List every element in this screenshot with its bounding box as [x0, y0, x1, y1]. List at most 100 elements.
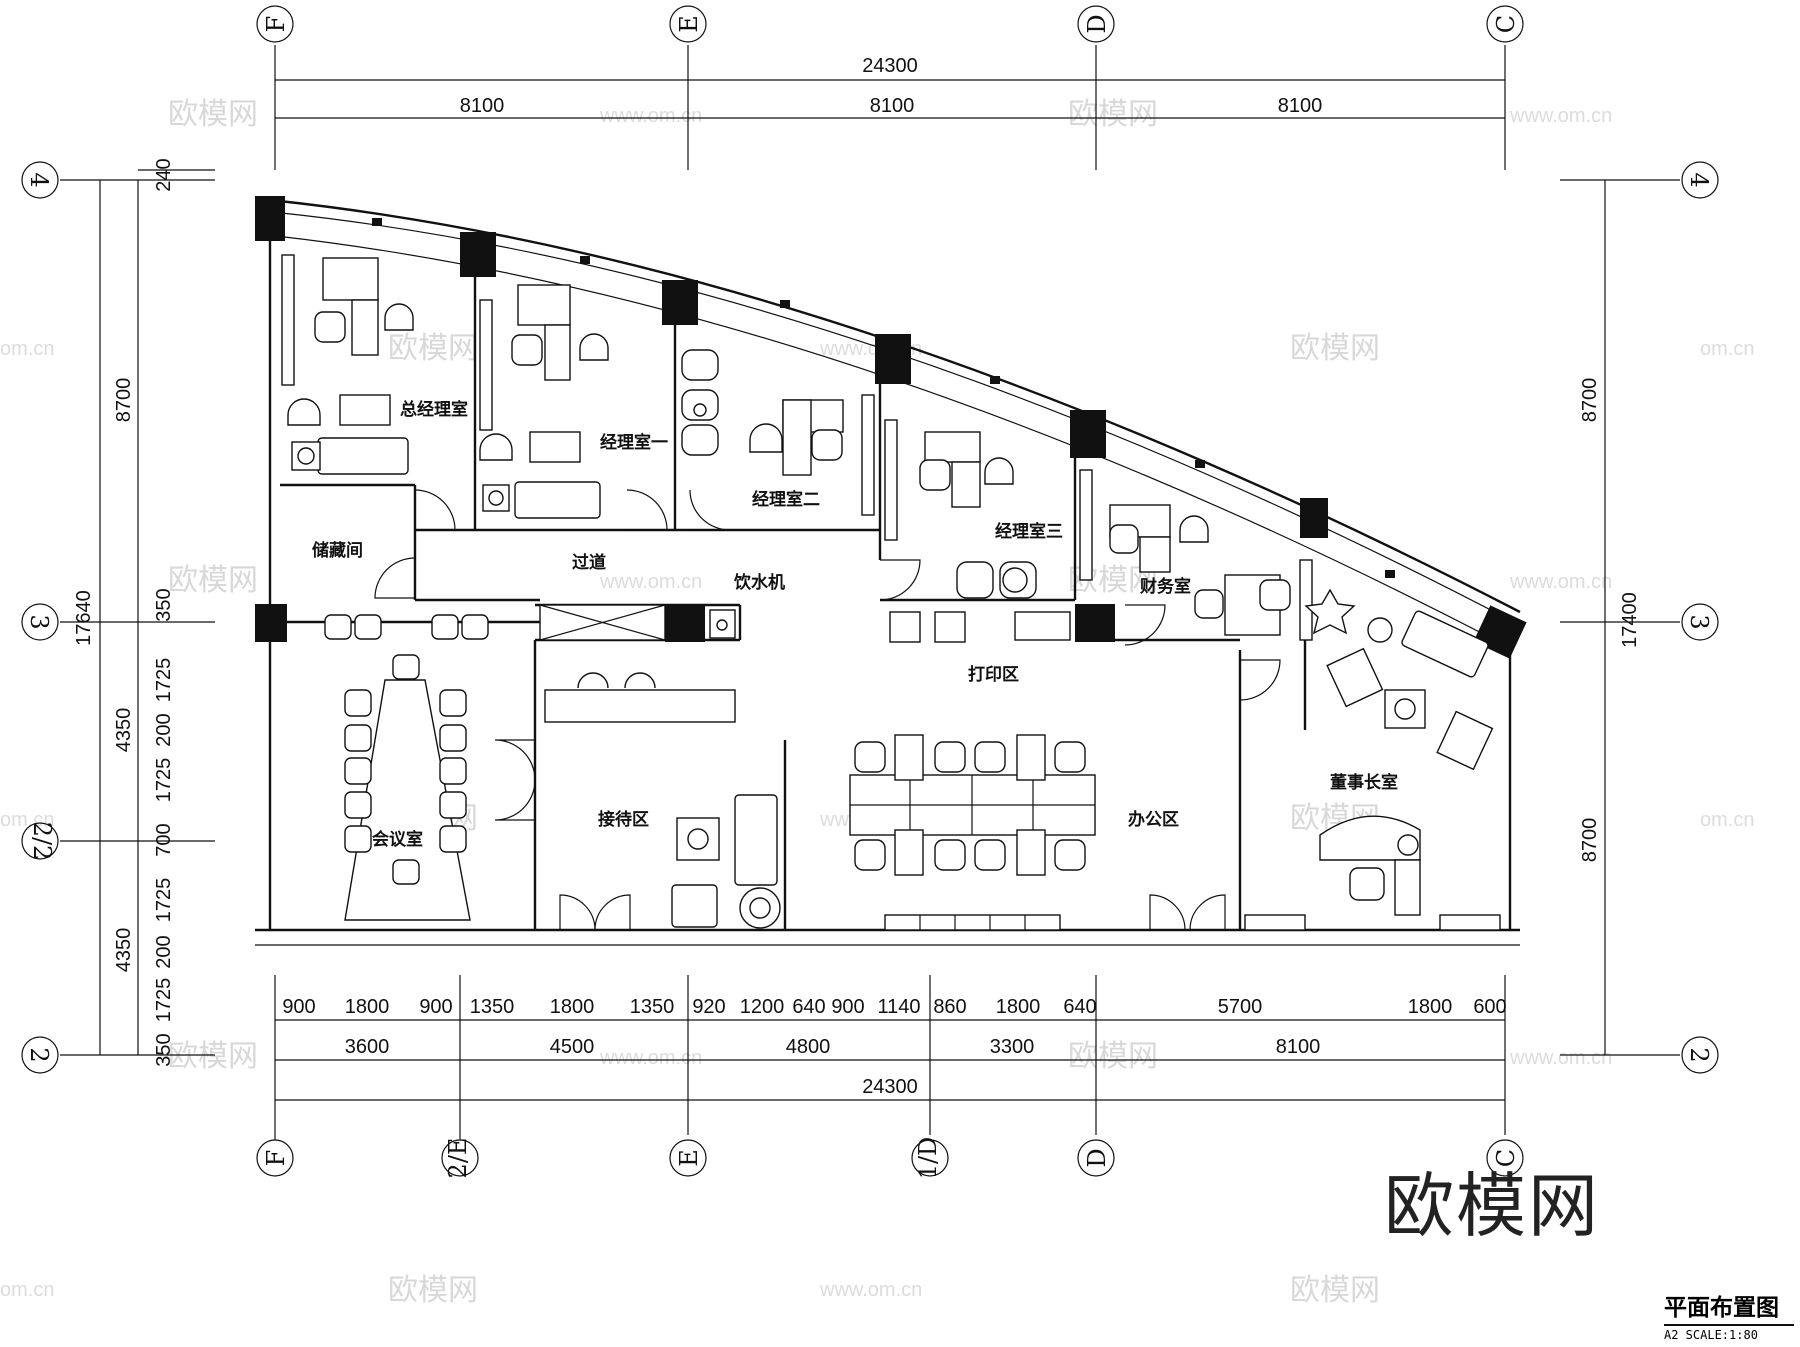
dim-left-detail: 350 — [153, 588, 175, 621]
watermark-text: 欧模网 — [1068, 1039, 1158, 1074]
dimension-lines — [60, 45, 1680, 1135]
dim-left-detail: 1725 — [153, 978, 175, 1023]
chairman-desk — [1319, 815, 1421, 861]
bookshelf — [281, 254, 295, 386]
room-label-corridor: 过道 — [572, 552, 606, 573]
dim-bottom-bay: 3600 — [345, 1036, 390, 1058]
dim-bottom-detail: 900 — [282, 996, 315, 1018]
drawing-scale: A2 SCALE:1:80 — [1664, 1328, 1758, 1342]
reception-door-left — [559, 894, 596, 931]
watermark-text: 欧模网 — [168, 1039, 258, 1074]
dim-left-detail: 1725 — [153, 658, 175, 703]
facade-inner-wall — [275, 235, 1496, 641]
desk — [322, 257, 379, 301]
room-label-office-area: 办公区 — [1128, 809, 1179, 830]
dim-bottom-detail: 1200 — [740, 996, 785, 1018]
dim-right-total: 17400 — [1619, 592, 1641, 648]
dim-bottom-bay: 8100 — [1276, 1036, 1321, 1058]
dim-left-major: 8700 — [113, 378, 135, 423]
dim-left-detail: 240 — [153, 158, 175, 191]
dim-left-detail: 200 — [153, 713, 175, 746]
room-label-storage: 储藏间 — [312, 540, 363, 561]
coffee-table — [339, 394, 391, 426]
axis-markers: F E D C F 2/E E 1/D D C 4 3 2/2 2 4 3 2 — [21, 5, 1719, 1180]
dim-bottom-detail: 640 — [792, 996, 825, 1018]
axis-label-top: D — [1083, 14, 1111, 33]
axis-label-right: 3 — [1685, 614, 1713, 629]
room-label-print-area: 打印区 — [968, 664, 1019, 685]
dim-bottom-detail: 1800 — [1408, 996, 1453, 1018]
dim-left-major: 4350 — [113, 928, 135, 973]
axis-label-bottom: C — [1492, 1149, 1520, 1167]
meeting-chairs — [324, 614, 489, 885]
dim-left-detail: 350 — [153, 1033, 175, 1066]
dim-bottom-detail: 900 — [831, 996, 864, 1018]
axis-label-bottom: 1/D — [914, 1137, 942, 1180]
axis-label-right: 4 — [1685, 172, 1713, 187]
watermark-url: www.om.cn — [599, 571, 702, 593]
doors — [374, 489, 1281, 931]
axis-label-left: 2 — [25, 1047, 53, 1062]
watermark-url: www.om.cn — [1509, 571, 1612, 593]
axis-label-top: E — [675, 15, 703, 33]
axis-label-bottom: F — [262, 1150, 290, 1167]
axis-label-bottom: E — [675, 1149, 703, 1167]
dim-left-detail: 1725 — [153, 878, 175, 923]
room-label-manager-3: 经理室三 — [995, 521, 1063, 542]
watermark-text: 欧模网 — [168, 563, 258, 598]
dim-left-major: 4350 — [113, 708, 135, 753]
dim-bottom-detail: 1800 — [550, 996, 595, 1018]
room-label-gm: 总经理室 — [400, 399, 468, 420]
axis-label-top: F — [262, 16, 290, 33]
office-door-left — [1149, 894, 1186, 931]
dim-bottom-detail: 1800 — [345, 996, 390, 1018]
dim-top-bay: 8100 — [1278, 95, 1323, 117]
dim-bottom-detail: 1350 — [630, 996, 675, 1018]
reception-counter — [544, 689, 736, 723]
watermark-url: www.om.cn — [1509, 105, 1612, 127]
watermark-url: www.om.cn — [819, 1279, 922, 1301]
axis-label-right: 2 — [1685, 1047, 1713, 1062]
axis-label-left: 3 — [25, 614, 53, 629]
dim-bottom-bay: 4500 — [550, 1036, 595, 1058]
watermark-url: om.cn — [1700, 338, 1754, 360]
dimension-labels: 24300 8100 8100 8100 900 1800 900 1350 1… — [73, 55, 1641, 1098]
watermark-text: 欧模网 — [1290, 1273, 1380, 1308]
watermark-text: 欧模网 — [388, 1273, 478, 1308]
reception-door-right — [594, 894, 631, 931]
dim-bottom-bay: 3300 — [990, 1036, 1035, 1058]
watermark-text: 欧模网 — [388, 331, 478, 366]
axis-label-bottom: D — [1083, 1148, 1111, 1167]
furniture — [281, 254, 1501, 931]
dim-bottom-total: 24300 — [862, 1076, 918, 1098]
dim-bottom-bay: 4800 — [786, 1036, 831, 1058]
dim-top-bay: 8100 — [870, 95, 915, 117]
dim-bottom-detail: 1800 — [996, 996, 1041, 1018]
axis-label-top: C — [1492, 15, 1520, 33]
watermark-url: www.om.cn — [599, 105, 702, 127]
watermark-text: 欧模网 — [168, 97, 258, 132]
reception-sofa — [734, 794, 778, 886]
dim-bottom-detail: 640 — [1063, 996, 1096, 1018]
watermark-text: 欧模网 — [1068, 97, 1158, 132]
axis-label-left: 4 — [25, 172, 53, 187]
dim-bottom-detail: 900 — [419, 996, 452, 1018]
room-labels: 总经理室 经理室一 经理室二 经理室三 财务室 储藏间 过道 饮水机 打印区 会… — [312, 399, 1398, 850]
dim-left-detail: 1725 — [153, 758, 175, 803]
dim-right-major: 8700 — [1579, 818, 1601, 863]
watermark-url: www.om.cn — [1509, 1047, 1612, 1069]
drawing-title: 平面布置图 — [1664, 1288, 1794, 1326]
chair — [314, 311, 346, 343]
watermark-url: om.cn — [1700, 809, 1754, 831]
dim-bottom-detail: 1140 — [877, 996, 920, 1018]
axis-label-left: 2/2 — [28, 822, 56, 861]
dim-right-major: 8700 — [1579, 378, 1601, 423]
dim-bottom-detail: 5700 — [1218, 996, 1263, 1018]
watermark-layer: 欧模网 欧模网 欧模网 欧模网 欧模网 欧模网 欧模网 欧模网 欧模网 欧模网 … — [0, 97, 1754, 1308]
watermark-url: www.om.cn — [599, 1047, 702, 1069]
watermark-url: om.cn — [0, 1279, 54, 1301]
room-label-reception: 接待区 — [598, 809, 649, 830]
sofa — [317, 437, 409, 475]
axis-label-bottom: 2/E — [444, 1138, 472, 1179]
